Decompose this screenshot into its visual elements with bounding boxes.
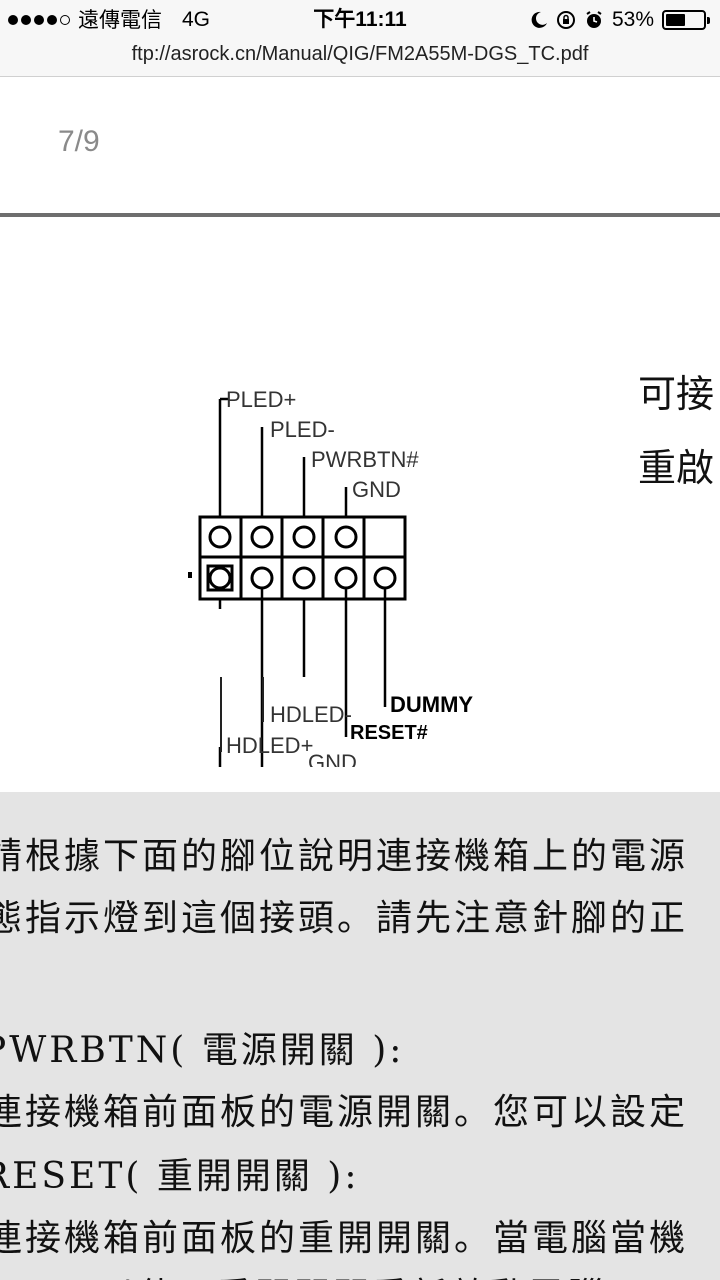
paragraph-line-7: 可以使用重開開關重新啟動電腦。 — [60, 1267, 645, 1280]
paragraph-line-2: 態指示燈到這個接頭。請先注意針腳的正 — [0, 898, 689, 939]
label-pled-minus: PLED- — [270, 417, 335, 442]
label-pled-plus: PLED+ — [226, 387, 296, 412]
paragraph-line-1: 請根據下面的腳位說明連接機箱上的電源 — [0, 836, 689, 877]
page-indicator: 7/9 — [58, 125, 100, 158]
alarm-icon — [586, 11, 602, 28]
signal-strength-icon — [8, 15, 70, 25]
network-type: 4G — [182, 8, 211, 31]
moon-icon — [531, 11, 547, 28]
battery-icon — [662, 10, 710, 30]
label-reset: RESET# — [350, 722, 428, 744]
label-dummy: DUMMY — [390, 692, 473, 717]
label-gnd-bottom: GND — [308, 750, 357, 767]
url-text[interactable]: ftp://asrock.cn/Manual/QIG/FM2A55M-DGS_T… — [131, 43, 589, 65]
paragraph-line-4: 連接機箱前面板的電源開關。您可以設定 — [0, 1092, 689, 1133]
label-gnd-top: GND — [352, 477, 401, 502]
paragraph-line-6: 連接機箱前面板的重開開關。當電腦當機 — [0, 1218, 689, 1259]
label-hdled-minus: HDLED- — [270, 702, 352, 727]
carrier-name: 遠傳電信 — [78, 8, 162, 32]
address-bar[interactable]: ftp://asrock.cn/Manual/QIG/FM2A55M-DGS_T… — [0, 40, 720, 77]
pdf-viewer[interactable]: 7/9 PLED+ PLED- PWRBTN# GND — [0, 77, 720, 1280]
panel-header-diagram: PLED+ PLED- PWRBTN# GND — [188, 387, 473, 767]
description-block — [0, 792, 720, 1280]
rotation-lock-icon — [556, 11, 575, 29]
battery-percent: 53% — [611, 8, 654, 31]
label-pwrbtn: PWRBTN# — [311, 447, 419, 472]
paragraph-line-3: PWRBTN( 電源開關 ): — [0, 1030, 405, 1071]
clock: 下午11:11 — [313, 8, 407, 31]
leader-line-hdled-plus — [220, 677, 222, 752]
label-hdled-plus: HDLED+ — [226, 733, 314, 758]
status-bar: 遠傳電信 4G 下午11:11 53% — [0, 0, 720, 40]
paragraph-line-5: RESET( 重開開關 ): — [0, 1156, 360, 1197]
side-text-line-2: 重啟 — [638, 446, 715, 490]
leader-line-hdled-minus — [262, 677, 264, 722]
side-text-line-1: 可接 — [638, 372, 715, 416]
page-separator — [0, 213, 720, 217]
